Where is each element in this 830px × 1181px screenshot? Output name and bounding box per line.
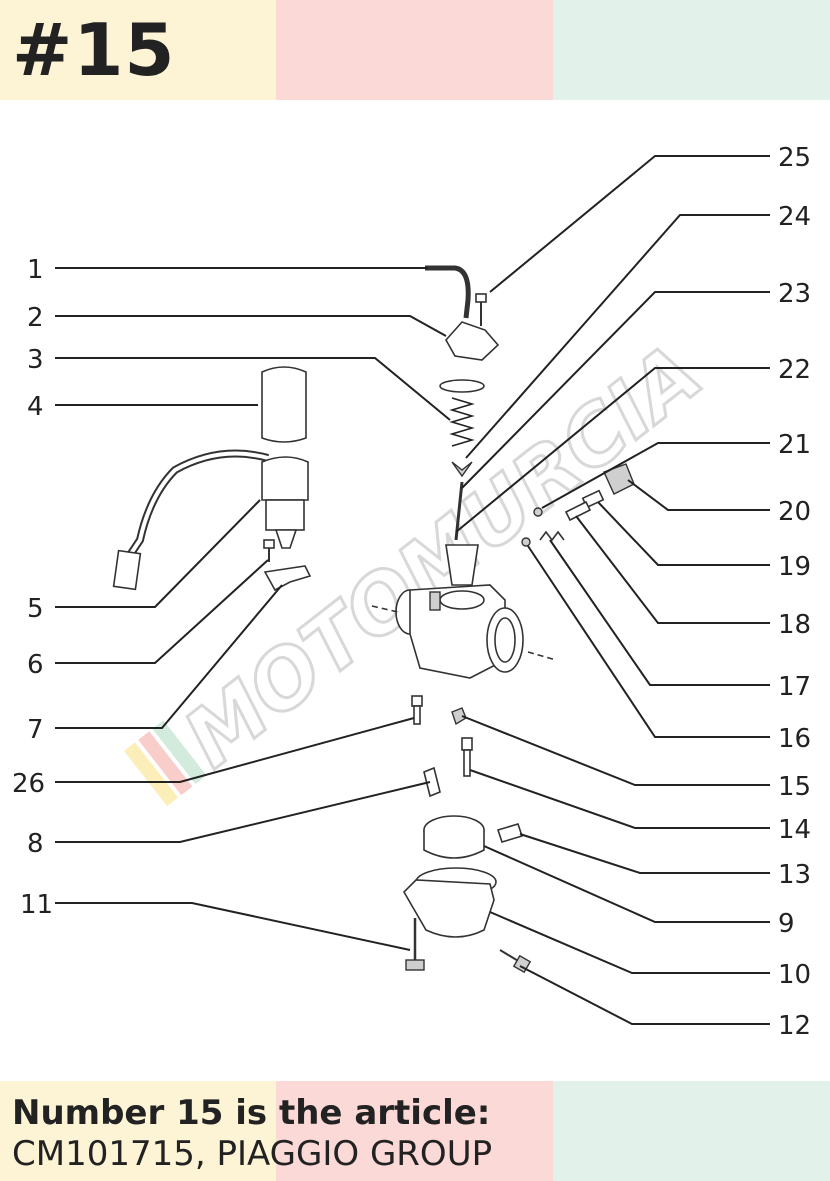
callout-10: 10	[778, 960, 811, 990]
header-band-green	[553, 0, 830, 100]
part-2-cover	[445, 321, 500, 361]
callout-17: 17	[778, 672, 811, 702]
part-1-hose	[425, 265, 471, 319]
part-26-jet	[411, 695, 423, 725]
part-17-spring	[539, 530, 565, 542]
part-16-washer	[521, 537, 531, 547]
callout-13: 13	[778, 860, 811, 890]
part-18-screw	[564, 500, 592, 522]
callout-6: 6	[27, 650, 44, 680]
watermark-text: MOTOMURCIA	[167, 326, 718, 785]
callout-19: 19	[778, 552, 811, 582]
footer-caption-title: Number 15 is the article:	[12, 1093, 491, 1133]
callout-14: 14	[778, 815, 811, 845]
callout-9: 9	[778, 909, 795, 939]
header-band-yellow	[0, 0, 276, 100]
callout-labels: 1 2 3 4 5 6 7 26 8 11 25 24 23 22 21 20 …	[12, 143, 811, 1041]
part-4-choke-cap	[261, 366, 307, 443]
exploded-parts-diagram: MOTOMURCIA	[12, 143, 811, 1041]
part-6-screw	[263, 539, 275, 562]
header-band-pink	[276, 0, 553, 100]
callout-15: 15	[778, 772, 811, 802]
footer-band-green	[553, 1081, 830, 1181]
carburetor-body	[371, 584, 557, 679]
part-10-float-bowl	[402, 879, 495, 938]
part-5-choke	[112, 449, 309, 591]
callout-3: 3	[27, 345, 44, 375]
callout-4: 4	[27, 392, 44, 422]
callout-8: 8	[27, 829, 44, 859]
callout-24: 24	[778, 202, 811, 232]
callout-26: 26	[12, 769, 45, 799]
callout-2: 2	[27, 303, 44, 333]
footer-band-pink	[276, 1081, 553, 1181]
callout-11: 11	[20, 890, 53, 920]
callout-18: 18	[778, 610, 811, 640]
part-7-bracket	[263, 565, 312, 592]
callout-25: 25	[778, 143, 811, 173]
part-3-spring	[439, 379, 485, 447]
part-14-atomizer	[461, 737, 473, 777]
watermark: MOTOMURCIA	[124, 325, 720, 807]
callout-21: 21	[778, 430, 811, 460]
callout-16: 16	[778, 724, 811, 754]
part-8-main-jet	[423, 766, 441, 798]
callout-20: 20	[778, 497, 811, 527]
footer-article-code: CM101715, PIAGGIO GROUP	[12, 1134, 493, 1174]
item-number-badge: #15	[12, 8, 176, 92]
callout-5: 5	[27, 594, 44, 624]
callout-12: 12	[778, 1011, 811, 1041]
callout-7: 7	[27, 715, 44, 745]
throttle-valve	[445, 544, 479, 586]
part-9-float	[423, 815, 485, 859]
callout-1: 1	[27, 255, 44, 285]
part-21-oring	[533, 507, 543, 517]
footer-band-yellow	[0, 1081, 276, 1181]
part-13-pin	[496, 823, 524, 843]
callout-22: 22	[778, 355, 811, 385]
callout-23: 23	[778, 279, 811, 309]
part-25-screw	[475, 293, 487, 326]
part-11-screw	[405, 918, 425, 971]
leader-lines	[55, 155, 770, 1025]
part-24-clip	[451, 461, 473, 478]
